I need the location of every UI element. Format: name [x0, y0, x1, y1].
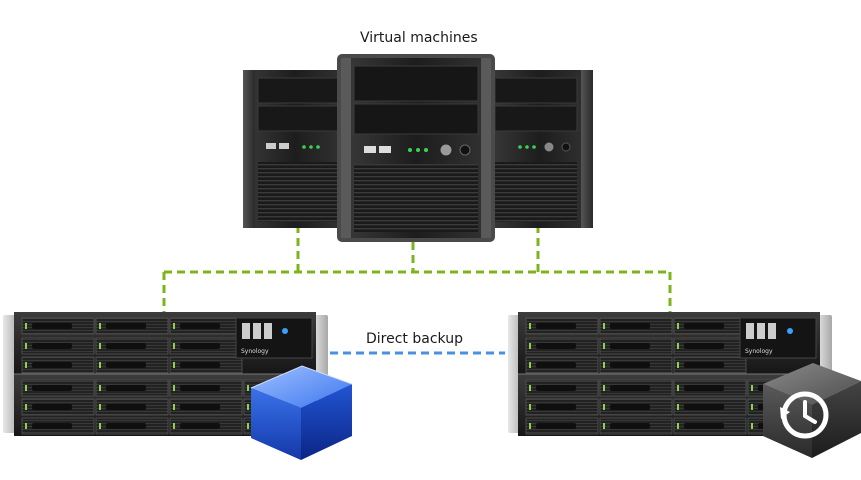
drive-led [25, 423, 27, 429]
drive-led [173, 385, 175, 391]
direct-backup-label: Direct backup [366, 331, 463, 347]
drive-handle [180, 343, 220, 349]
drive-led [529, 404, 531, 410]
drive-handle [106, 423, 146, 429]
drive-handle [684, 343, 724, 349]
drive-handle [536, 343, 576, 349]
drive-led [99, 423, 101, 429]
drive-led [99, 404, 101, 410]
drive-led [247, 385, 249, 391]
drive-led [529, 323, 531, 329]
drive-led [751, 423, 753, 429]
drive-led [25, 323, 27, 329]
vm-tower-left [243, 70, 347, 228]
drive-led [173, 404, 175, 410]
drive-led [99, 343, 101, 349]
drive-handle [536, 323, 576, 329]
drive-handle [180, 385, 220, 391]
drive-handle [610, 362, 650, 368]
drive-led [603, 362, 605, 368]
drive-led [25, 362, 27, 368]
drive-led [25, 385, 27, 391]
drive-led [677, 404, 679, 410]
drive-handle [32, 423, 72, 429]
rack-brand-left: Synology [241, 348, 269, 355]
drive-handle [610, 323, 650, 329]
drive-led [603, 343, 605, 349]
drive-led [677, 362, 679, 368]
drive-handle [106, 385, 146, 391]
drive-handle [106, 362, 146, 368]
drive-led [677, 385, 679, 391]
vm-tower-right [487, 70, 593, 228]
drive-handle [106, 343, 146, 349]
drive-handle [684, 323, 724, 329]
drive-handle [180, 423, 220, 429]
drive-handle [106, 323, 146, 329]
drive-led [247, 404, 249, 410]
drive-handle [32, 385, 72, 391]
drive-handle [536, 404, 576, 410]
drive-led [677, 343, 679, 349]
vm-tower-center [337, 54, 495, 242]
drive-handle [536, 362, 576, 368]
diagram-title: Virtual machines [360, 30, 478, 46]
drive-handle [536, 385, 576, 391]
drive-led [173, 423, 175, 429]
drive-handle [180, 323, 220, 329]
rack-brand-right: Synology [745, 348, 773, 355]
drive-led [603, 423, 605, 429]
vm-connection-lines [162, 225, 672, 312]
drive-led [529, 362, 531, 368]
drive-led [25, 404, 27, 410]
drive-handle [610, 343, 650, 349]
drive-handle [610, 385, 650, 391]
drive-handle [180, 362, 220, 368]
drive-led [751, 385, 753, 391]
drive-led [529, 423, 531, 429]
drive-led [173, 323, 175, 329]
drive-led [677, 423, 679, 429]
drive-handle [536, 423, 576, 429]
drive-handle [684, 404, 724, 410]
drive-led [173, 362, 175, 368]
drive-led [603, 323, 605, 329]
drive-led [99, 323, 101, 329]
blue-cube-icon [250, 365, 353, 460]
drive-handle [32, 404, 72, 410]
drive-handle [610, 404, 650, 410]
drive-handle [32, 343, 72, 349]
drive-led [677, 323, 679, 329]
drive-led [529, 385, 531, 391]
drive-handle [684, 385, 724, 391]
drive-led [99, 362, 101, 368]
drive-handle [106, 404, 146, 410]
drive-handle [684, 423, 724, 429]
time-backup-icon [763, 363, 861, 458]
drive-handle [32, 362, 72, 368]
drive-handle [610, 423, 650, 429]
drive-handle [180, 404, 220, 410]
drive-led [99, 385, 101, 391]
drive-led [529, 343, 531, 349]
drive-led [603, 385, 605, 391]
drive-led [25, 343, 27, 349]
drive-handle [32, 323, 72, 329]
drive-led [173, 343, 175, 349]
drive-led [247, 423, 249, 429]
drive-handle [684, 362, 724, 368]
drive-led [751, 404, 753, 410]
drive-led [603, 404, 605, 410]
